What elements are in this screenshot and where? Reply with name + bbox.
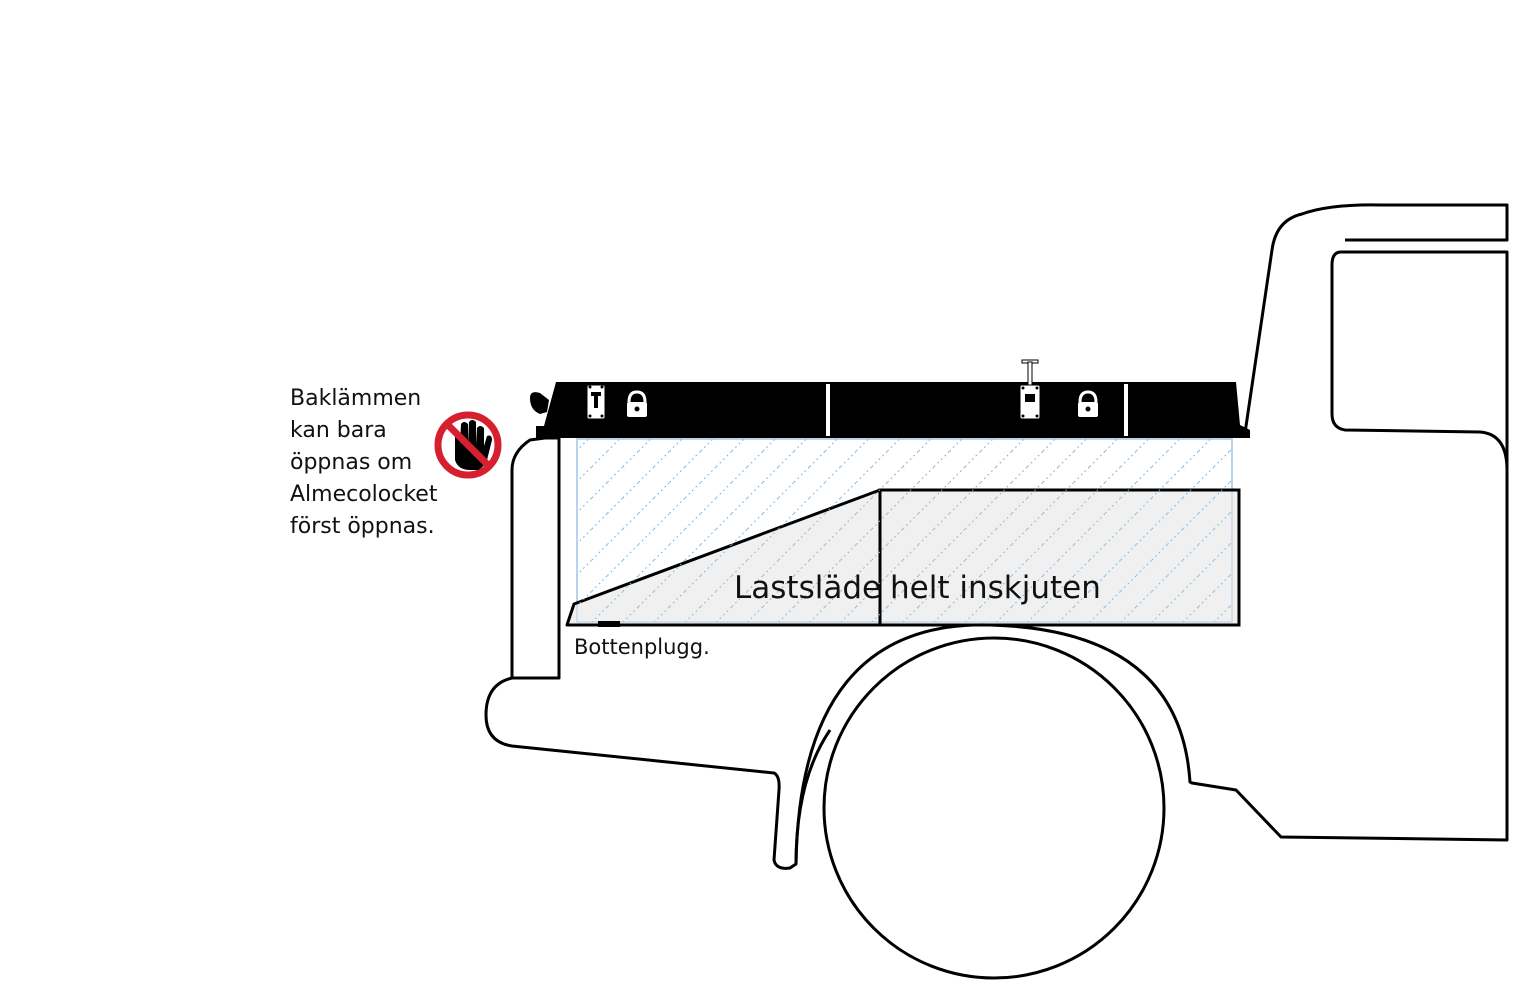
wheel (822, 636, 1166, 980)
wheel-arch (794, 250, 1509, 865)
cab (1243, 203, 1509, 434)
latch-icon (1019, 359, 1041, 420)
no-hand-icon (434, 411, 502, 479)
almeco-lid (530, 382, 1250, 438)
cargo-slide (565, 439, 1241, 627)
latch-icon (586, 384, 606, 420)
tailgate (510, 436, 561, 680)
cargo-slide-label-1: Lastsläde (734, 570, 881, 606)
drain-plug-label: Bottenplugg. (574, 635, 710, 659)
lid-divider-2 (1124, 384, 1128, 436)
tailgate-warning-note: Baklämmen kan bara öppnas om Almecolocke… (290, 383, 437, 543)
rear-bumper (484, 676, 832, 870)
note-line: Baklämmen (290, 386, 422, 411)
lid-divider-1 (826, 384, 830, 436)
truck-outline (484, 203, 1509, 870)
lid-base (536, 382, 1250, 438)
drain-plug-icon (598, 621, 620, 627)
note-line: Almecolocket (290, 482, 438, 507)
padlock-icon (627, 390, 647, 417)
padlock-icon (1078, 390, 1098, 417)
cargo-bed-overlay (577, 439, 1232, 622)
note-line: kan bara (290, 418, 387, 443)
note-line: öppnas om (290, 450, 413, 475)
lid-handle (530, 392, 549, 414)
note-line: först öppnas. (290, 514, 435, 539)
cargo-slide-label-2: helt inskjuten (890, 570, 1101, 606)
